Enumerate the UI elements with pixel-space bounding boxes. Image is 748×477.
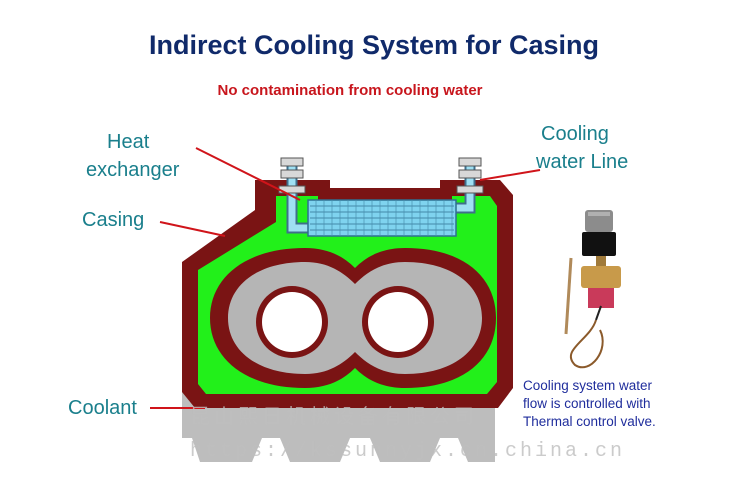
heat-exchanger-tubes: [310, 205, 454, 231]
cooling-water-label-line2: water Line: [536, 151, 629, 173]
note-line-1: Cooling system water: [523, 378, 653, 393]
coolant-label: Coolant: [68, 397, 137, 419]
leader-lines: [150, 147, 541, 409]
watermark-company: 昆山熙日机械设备有限公司: [190, 406, 478, 428]
pipe-fittings: [278, 157, 484, 194]
heat-exchanger-label-line2: exchanger: [86, 159, 180, 181]
heat-exchanger-label-line1: Heat: [107, 131, 150, 153]
thermal-valve-note: Cooling system water flow is controlled …: [523, 377, 723, 431]
page-title: Indirect Cooling System for Casing: [148, 30, 600, 60]
thermal-control-valve: [564, 210, 621, 369]
heat-exchanger-leader: [195, 147, 301, 201]
cooling-water-label-line1: Cooling: [541, 123, 609, 145]
casing-leader: [159, 221, 226, 237]
note-line-3: Thermal control valve.: [523, 414, 656, 429]
heat-exchanger-fins: [315, 200, 453, 236]
note-line-2: flow is controlled with: [523, 396, 651, 411]
cooling-water-line-leader: [479, 169, 541, 181]
watermark-url: https://kssunnyjx.cn.china.cn: [190, 440, 626, 463]
casing-label: Casing: [82, 209, 145, 231]
subtitle: No contamination from cooling water: [217, 82, 483, 99]
